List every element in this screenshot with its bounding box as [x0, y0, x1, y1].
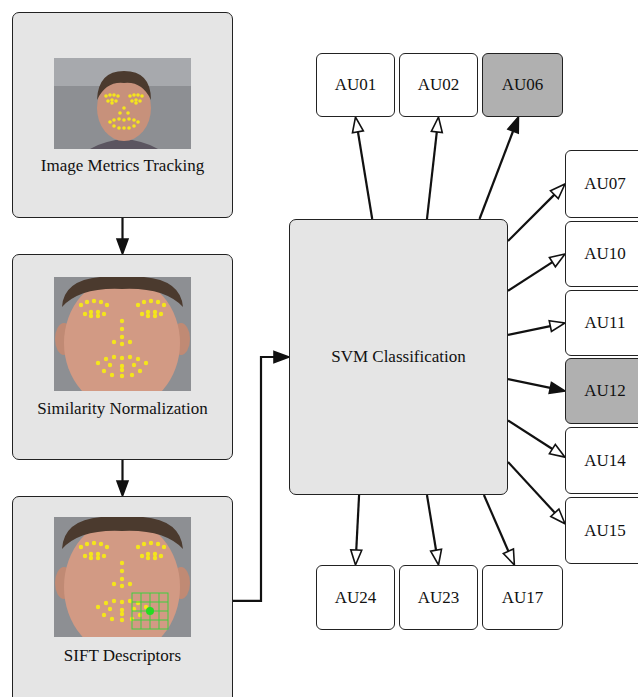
flow-arrow: [427, 132, 437, 219]
flow-arrow: [121, 218, 123, 239]
action-unit-box: AU14: [565, 427, 638, 494]
action-unit-box: AU10: [565, 221, 638, 287]
sift-grid: [132, 593, 168, 629]
action-unit-box: AU23: [399, 565, 478, 630]
flow-arrow: [508, 462, 555, 513]
action-unit-box: AU15: [565, 497, 638, 564]
action-unit-box: AU12: [565, 358, 638, 424]
action-unit-label: AU10: [584, 244, 626, 264]
flow-arrow: [358, 132, 372, 219]
pipeline-step-box: SIFT Descriptors: [12, 496, 233, 697]
action-unit-label: AU14: [584, 451, 626, 471]
action-unit-label: AU24: [335, 588, 377, 608]
flow-arrow: [508, 195, 554, 241]
photo-background: [54, 517, 191, 637]
landmark-dots: [104, 93, 144, 130]
flow-arrow: [356, 495, 359, 550]
action-unit-label: AU12: [584, 381, 626, 401]
action-unit-box: AU24: [316, 565, 395, 630]
flow-arrow: [508, 326, 550, 335]
photo-background: [54, 58, 191, 149]
face-photo: [54, 277, 191, 391]
action-unit-label: AU01: [335, 75, 377, 95]
action-unit-label: AU07: [584, 174, 626, 194]
flow-arrow: [484, 495, 509, 551]
action-unit-box: AU17: [482, 565, 563, 630]
landmark-dots: [79, 299, 166, 378]
photo-background: [54, 277, 191, 391]
box-label: Image Metrics Tracking: [41, 156, 204, 176]
flow-arrow: [508, 420, 552, 449]
action-unit-box: AU11: [565, 290, 638, 356]
flow-arrow: [508, 262, 552, 291]
action-unit-label: AU23: [418, 588, 460, 608]
classifier-box: SVM Classification: [289, 219, 508, 495]
action-unit-box: AU02: [399, 53, 478, 117]
pipeline-step-box: Image Metrics Tracking: [12, 12, 233, 218]
face-photo: [54, 517, 191, 637]
flow-arrow: [427, 495, 436, 550]
face-photo: [54, 58, 191, 149]
action-unit-label: AU17: [502, 588, 544, 608]
flow-arrow: [121, 460, 123, 481]
landmark-dots: [79, 541, 166, 622]
keypoint-dot: [146, 607, 154, 615]
box-label: SIFT Descriptors: [64, 646, 181, 666]
action-unit-box: AU06: [482, 53, 563, 117]
action-unit-box: AU01: [316, 53, 395, 117]
action-unit-label: AU15: [584, 521, 626, 541]
flow-arrow: [508, 379, 550, 388]
flow-arrow: [233, 357, 274, 601]
action-unit-label: AU11: [585, 313, 626, 333]
action-unit-label: AU02: [418, 75, 460, 95]
box-label: Similarity Normalization: [37, 399, 207, 419]
pipeline-step-box: Similarity Normalization: [12, 254, 233, 460]
action-unit-box: AU07: [565, 150, 638, 218]
action-unit-label: AU06: [502, 75, 544, 95]
flow-arrow: [480, 131, 514, 219]
box-label: SVM Classification: [331, 347, 466, 367]
